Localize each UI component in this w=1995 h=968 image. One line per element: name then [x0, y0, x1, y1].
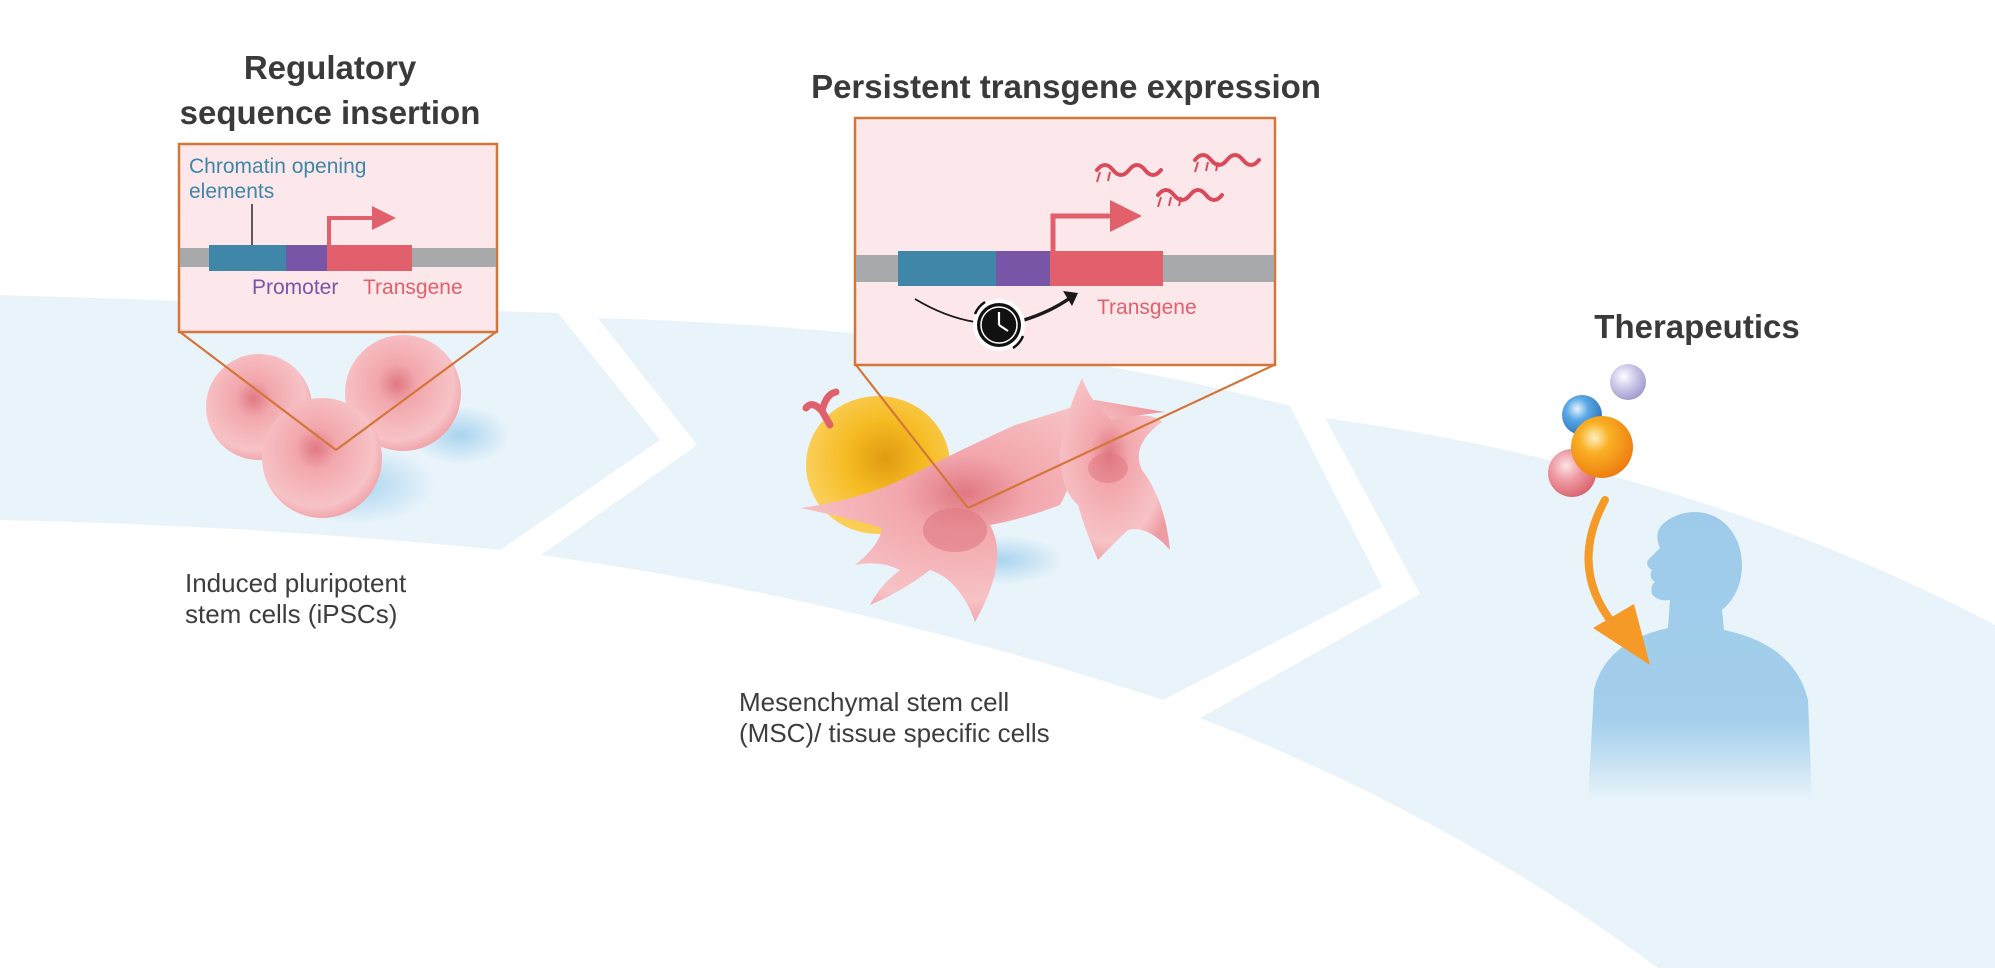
promoter-block: [996, 251, 1050, 286]
stage1-caption-line1: Induced pluripotent: [185, 568, 407, 598]
msc-cells: [800, 378, 1170, 622]
orange-cell-icon: [1571, 416, 1633, 478]
ipsc-cell: [262, 398, 382, 518]
transgene-block: [327, 245, 412, 271]
promoter-block: [286, 245, 327, 271]
mrna-strand: [1193, 153, 1261, 167]
clock-icon: [973, 299, 1025, 351]
promoter-label: Promoter: [252, 276, 338, 299]
therapeutic-cells: [1548, 364, 1646, 497]
transgene-label: Transgene: [363, 276, 463, 299]
chromatin-element-block: [209, 245, 286, 271]
chromatin-element-block: [898, 251, 996, 286]
inset-callout-lines: [855, 364, 1275, 509]
regulatory-construct-inset: Chromatin opening elements Promoter Tran…: [177, 142, 499, 334]
stage2-caption-line1: Mesenchymal stem cell: [739, 687, 1009, 717]
stage-therapeutics: Therapeutics: [1548, 308, 1812, 800]
stage2-caption-line2: (MSC)/ tissue specific cells: [739, 718, 1050, 748]
chromatin-label-line2: elements: [189, 180, 274, 203]
stage1-title-line2: sequence insertion: [180, 94, 481, 131]
transgene-expression-inset: Transgene: [853, 116, 1277, 367]
transcription-arrowhead: [1110, 200, 1142, 232]
mrna-transcripts: [1095, 153, 1261, 202]
mrna-tails: [1096, 161, 1219, 208]
time-arc-left: [914, 298, 976, 323]
stage3-title: Therapeutics: [1594, 308, 1799, 345]
transcription-arrowhead: [372, 206, 396, 230]
stage-ipsc: Regulatory sequence insertion Chromatin …: [177, 49, 510, 629]
mrna-strand: [1156, 188, 1224, 202]
transcription-start-arrow: [327, 216, 374, 245]
stage-msc: Persistent transgene expression: [739, 68, 1321, 748]
transcription-start-arrow: [1050, 213, 1112, 251]
human-silhouette-shape: [1588, 512, 1812, 800]
stage1-caption-line2: stem cells (iPSCs): [185, 599, 397, 629]
time-arc-right: [1023, 296, 1072, 322]
receptor-icon: [802, 388, 840, 429]
lavender-cell-icon: [1610, 364, 1646, 400]
mrna-strand: [1095, 163, 1163, 177]
transgene-block: [1050, 251, 1163, 286]
mesenchymal-cell: [800, 400, 1165, 622]
stage1-title-line1: Regulatory: [244, 49, 417, 86]
chromatin-label-line1: Chromatin opening: [189, 155, 366, 178]
inset-callout-lines: [179, 331, 497, 451]
stage2-title: Persistent transgene expression: [811, 68, 1321, 105]
transgene-label: Transgene: [1097, 296, 1197, 319]
delivery-arrow: [1584, 496, 1650, 665]
time-arrowhead: [1063, 291, 1078, 306]
